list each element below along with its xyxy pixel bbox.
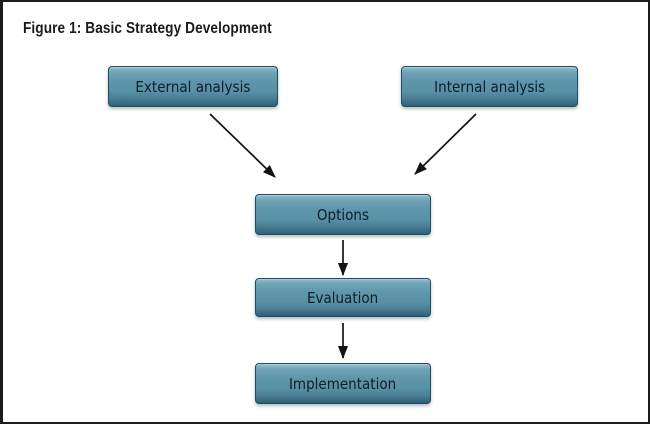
flow-arrows — [209, 113, 477, 359]
node-options: Options — [255, 194, 431, 235]
figure-title: Figure 1: Basic Strategy Development — [23, 20, 272, 37]
node-label: Internal analysis — [434, 77, 545, 96]
node-label: Options — [316, 205, 370, 224]
node-label: Evaluation — [307, 288, 379, 307]
node-evaluation: Evaluation — [255, 278, 431, 317]
arrow-internal-to-options — [414, 113, 477, 175]
node-implementation: Implementation — [255, 363, 431, 404]
node-label: External analysis — [135, 77, 251, 96]
node-internal-analysis: Internal analysis — [401, 66, 578, 107]
node-external-analysis: External analysis — [108, 66, 278, 107]
node-label: Implementation — [289, 374, 397, 393]
arrow-external-to-options — [209, 113, 276, 178]
